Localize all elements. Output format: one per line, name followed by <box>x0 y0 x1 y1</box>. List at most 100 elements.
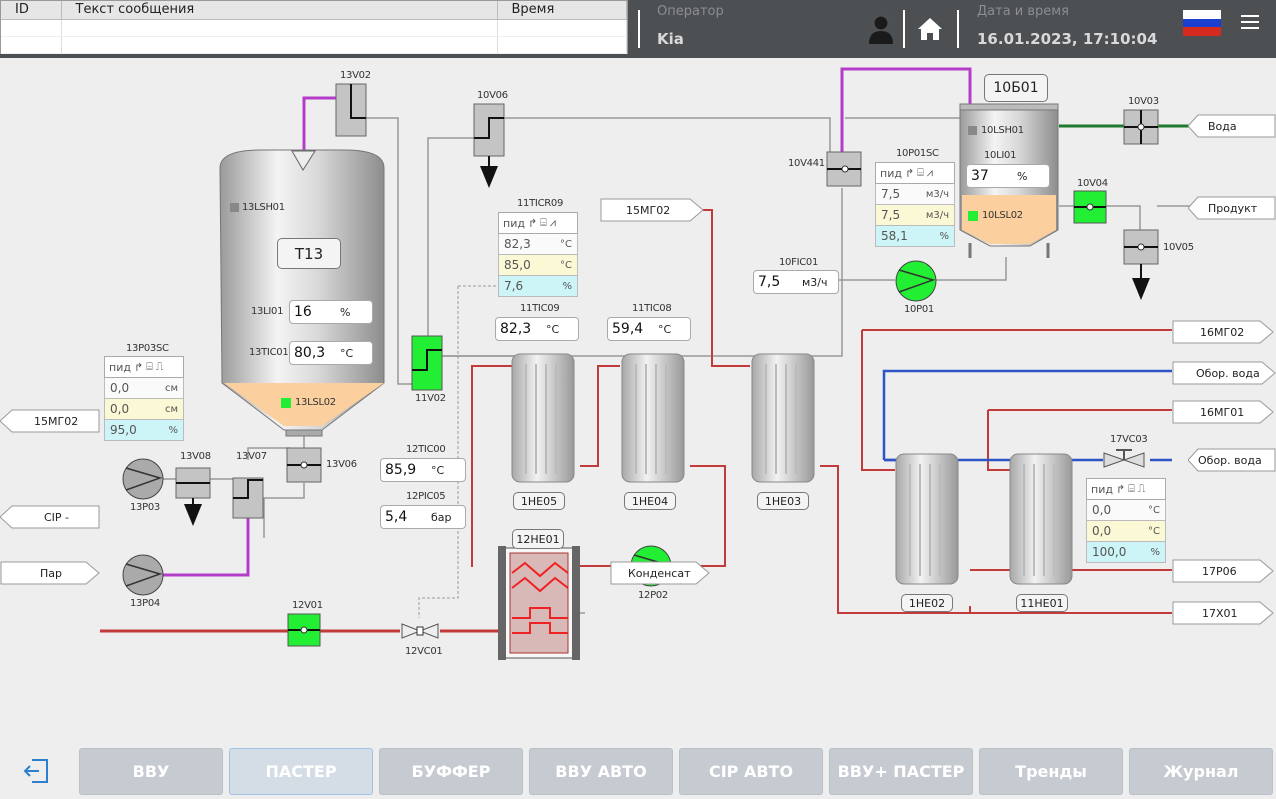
pump-13p03-label: 13P03 <box>130 502 160 513</box>
temp-11tic08-value: 59,4°C <box>607 317 691 341</box>
valve-13v07-label: 13V07 <box>236 451 267 462</box>
temp-12tic00-label: 12TIC00 <box>406 444 445 455</box>
table-row[interactable] <box>1 36 627 53</box>
tree-icon: ⌸ <box>540 216 547 230</box>
flag-17x01[interactable]: 17Х01 <box>1172 601 1274 625</box>
valve-10v05-label: 10V05 <box>1163 242 1194 253</box>
pid-panel-10p01sc[interactable]: пид↱⌸⩘ 7,5м3/ч 7,5м3/ч 58,1% <box>875 162 955 247</box>
logout-icon[interactable] <box>22 757 50 789</box>
hx-1he04-label[interactable]: 1HE04 <box>624 492 676 510</box>
col-id: ID <box>1 1 61 19</box>
level-10li01-value: 37% <box>966 164 1050 188</box>
divider <box>957 10 959 48</box>
datetime-label: Дата и время <box>977 4 1069 19</box>
valve-11v02-label: 11V02 <box>415 393 446 404</box>
hx-11he01-label[interactable]: 11HE01 <box>1016 594 1068 612</box>
tank-13-title[interactable]: T13 <box>277 238 341 269</box>
tank-10b01-title[interactable]: 10Б01 <box>984 74 1048 102</box>
pid-panel-13p03sc[interactable]: пид↱⌸⎍ 0,0см 0,0см 95,0% <box>104 356 184 441</box>
temp-11tic08-label: 11TIC08 <box>632 303 671 314</box>
pid-10p01sc-tag: 10P01SC <box>896 148 939 159</box>
datetime-value: 16.01.2023, 17:10:04 <box>977 30 1157 48</box>
valve-17vc03-label: 17VC03 <box>1110 434 1147 445</box>
flag-cip[interactable]: CIP - <box>0 505 100 529</box>
home-icon[interactable] <box>917 17 943 45</box>
russian-flag-icon[interactable] <box>1183 10 1221 36</box>
level-13li01-value: 16% <box>289 300 373 324</box>
arrow-icon: ↱ <box>134 361 143 374</box>
valve-10v06-label: 10V06 <box>477 90 508 101</box>
col-text: Текст сообщения <box>61 1 497 19</box>
flag-produkt[interactable]: Продукт <box>1188 196 1276 220</box>
pid-panel-17vc03[interactable]: пид↱⌸⎍ 0,0°C 0,0°C 100,0% <box>1086 478 1166 563</box>
tree-icon: ⌸ <box>146 360 153 374</box>
flag-15mg02-in[interactable]: 15МГ02 <box>600 198 704 222</box>
menu-icon[interactable] <box>1241 11 1259 33</box>
flag-kondensat[interactable]: Конденсат <box>610 561 710 585</box>
pulse-icon: ⎍ <box>156 360 164 374</box>
alarm-table[interactable]: ID Текст сообщения Время <box>0 0 628 54</box>
temp-11tic09-value: 82,3°C <box>495 317 579 341</box>
tree-icon: ⌸ <box>917 166 924 180</box>
flag-15mg02-out[interactable]: 15МГ02 <box>0 409 100 433</box>
level-switch-10lsl02: 10LSL02 <box>968 210 1023 221</box>
flag-obor-voda-2[interactable]: Обор. вода <box>1188 448 1276 472</box>
nav-journal[interactable]: Журнал <box>1129 748 1273 795</box>
flag-16mg02[interactable]: 16МГ02 <box>1172 320 1274 344</box>
valve-12v01-label: 12V01 <box>292 600 323 611</box>
pid-13p03sc-tag: 13P03SC <box>126 343 169 354</box>
table-row[interactable] <box>1 19 627 36</box>
user-icon[interactable] <box>868 14 894 48</box>
valve-12vc01-label: 12VC01 <box>405 646 442 657</box>
level-10li01-label: 10LI01 <box>984 150 1016 161</box>
flag-obor-voda-1[interactable]: Обор. вода <box>1172 361 1276 385</box>
operator-name: Kia <box>657 30 684 48</box>
level-switch-13lsl02: 13LSL02 <box>281 397 336 408</box>
pump-12p02-label: 12P02 <box>638 590 668 601</box>
nav-vvu-avto[interactable]: ВВУ АВТО <box>529 748 673 795</box>
hx-1he02-label[interactable]: 1HE02 <box>901 594 953 612</box>
pump-10p01-label: 10P01 <box>904 304 934 315</box>
pressure-12pic05-value[interactable]: 5,4бар <box>380 505 466 529</box>
flow-10fic01-label: 10FIC01 <box>779 257 818 268</box>
nav-cip-avto[interactable]: CIP АВТО <box>679 748 823 795</box>
temp-11tic09-label: 11TIC09 <box>520 303 559 314</box>
valve-13v06-label: 13V06 <box>326 459 357 470</box>
temp-13tic01-label: 13TIC01 <box>249 347 288 358</box>
flag-17p06[interactable]: 17Р06 <box>1172 559 1274 583</box>
nav-buffer[interactable]: БУФФЕР <box>379 748 523 795</box>
pid-11ticr09-tag: 11TICR09 <box>517 198 563 209</box>
flow-10fic01-value[interactable]: 7,5м3/ч <box>753 270 839 294</box>
col-time: Время <box>497 1 627 19</box>
divider <box>903 10 905 48</box>
divider <box>638 10 640 48</box>
hx-1he03-label[interactable]: 1HE03 <box>757 492 809 510</box>
pump-13p04-label: 13P04 <box>130 598 160 609</box>
temp-12tic00-value[interactable]: 85,9°C <box>380 458 466 482</box>
nav-vvu[interactable]: ВВУ <box>79 748 223 795</box>
hx-12he01-label[interactable]: 12HE01 <box>512 529 564 549</box>
top-bar: ID Текст сообщения Время Оператор Kia Да… <box>0 0 1276 58</box>
flag-voda[interactable]: Вода <box>1188 114 1276 138</box>
hx-1he05-label[interactable]: 1HE05 <box>513 492 565 510</box>
process-diagram <box>0 58 1276 748</box>
level-switch-10lsh01: 10LSH01 <box>968 125 1024 136</box>
valve-10v441-label: 10V441 <box>788 158 825 169</box>
pid-panel-11ticr09[interactable]: пид↱⌸⩘ 82,3°C 85,0°C 7,6% <box>498 212 578 297</box>
pulse-icon: ⎍ <box>1138 482 1146 496</box>
pressure-12pic05-label: 12PIC05 <box>406 491 445 502</box>
flag-par[interactable]: Пар <box>0 561 100 585</box>
level-switch-13lsh01: 13LSH01 <box>230 202 285 213</box>
tank-13-shape <box>220 150 384 436</box>
temp-13tic01-value[interactable]: 80,3°C <box>289 341 373 365</box>
nav-vvu-paster[interactable]: ВВУ+ ПАСТЕР <box>829 748 973 795</box>
nav-trends[interactable]: Тренды <box>979 748 1123 795</box>
level-indicator-13li01-label: 13LI01 <box>251 306 283 317</box>
valve-10v03-label: 10V03 <box>1128 96 1159 107</box>
nav-paster[interactable]: ПАСТЕР <box>229 748 373 795</box>
arrow-icon: ↱ <box>905 167 914 180</box>
arrow-icon: ↱ <box>1116 483 1125 496</box>
trend-icon: ⩘ <box>927 166 933 180</box>
flag-16mg01[interactable]: 16МГ01 <box>1172 400 1274 424</box>
valve-13v02-label: 13V02 <box>340 70 371 81</box>
